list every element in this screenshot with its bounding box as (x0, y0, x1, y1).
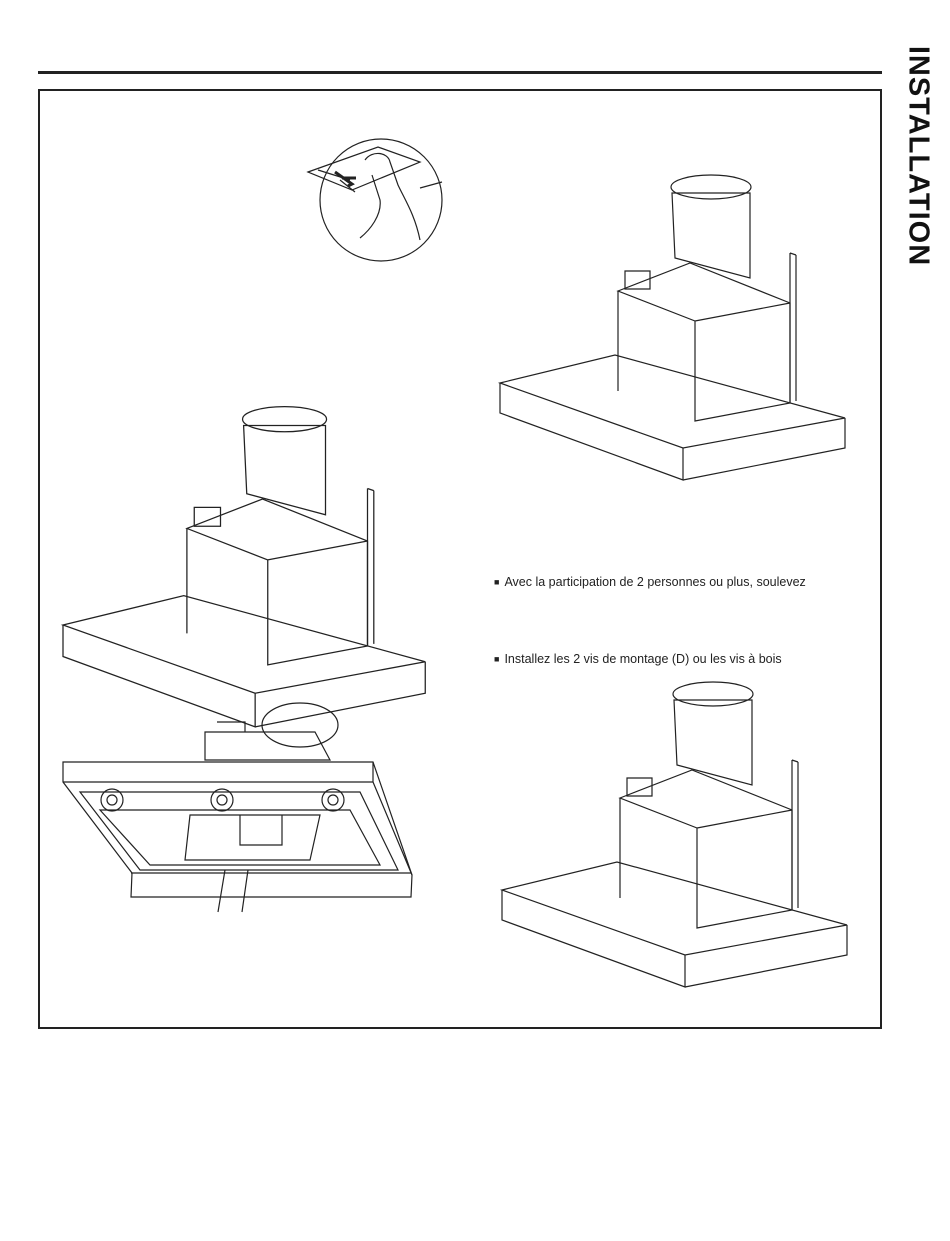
hood-underside-illustration (62, 702, 413, 913)
hood-bottom-right-illustration (499, 681, 848, 988)
instruction-lift: ■Avec la participation de 2 personnes ou… (494, 575, 806, 589)
header-rule (38, 71, 882, 74)
content-frame (38, 89, 882, 1029)
instruction-screws: ■Installez les 2 vis de montage (D) ou l… (494, 652, 782, 666)
filter-removal-illustration (306, 138, 443, 262)
hood-top-right-illustration (497, 174, 846, 481)
hood-mid-left-illustration (60, 405, 426, 728)
